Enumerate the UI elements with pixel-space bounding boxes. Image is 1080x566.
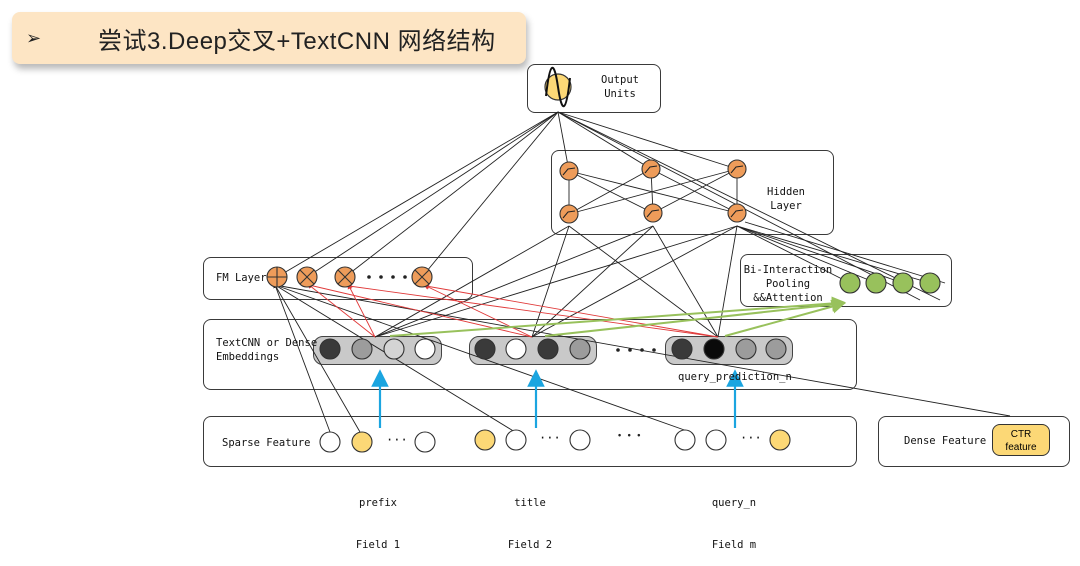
field-2-label: title Field 2 (498, 468, 562, 566)
ellipsis-1: ··· (386, 433, 408, 447)
fm-layer-label: FM Layer (216, 272, 267, 284)
ctr-feature-node: CTR feature (992, 424, 1050, 456)
field-1-name: prefix (359, 497, 397, 509)
slide-title: 尝试3.Deep交叉+TextCNN 网络结构 (98, 27, 496, 55)
slide-title-banner: ➢ 尝试3.Deep交叉+TextCNN 网络结构 (12, 12, 526, 64)
field-2-index: Field 2 (507, 539, 553, 551)
field-m-label: query_n Field m (702, 468, 766, 566)
dense-feature-label: Dense Feature (904, 435, 987, 447)
ellipsis-3: ··· (740, 431, 762, 445)
field-m-index: Field m (711, 539, 757, 551)
connection-lines (266, 66, 1011, 453)
sparse-feature-label: Sparse Feature (222, 437, 311, 449)
field-1-label: prefix Field 1 (346, 468, 410, 566)
output-units-label: Output Units (601, 74, 639, 100)
field-group-ellipsis: • • • (618, 430, 643, 440)
textcnn-label: TextCNN or Dense Embeddings (216, 337, 318, 363)
field-m-name: query_n (711, 497, 757, 509)
bi-interaction-label: Bi-Interaction Pooling &&Attention (743, 264, 833, 304)
fm-nodes (266, 266, 433, 288)
arrow-bullet-icon: ➢ (26, 27, 42, 48)
field-2-name: title (514, 497, 546, 509)
ellipsis-2: ··· (539, 431, 561, 445)
ctr-feature-label: CTR feature (1005, 429, 1037, 453)
hidden-layer-label: Hidden Layer (767, 186, 805, 212)
field-1-index: Field 1 (355, 539, 401, 551)
sine-wave-icon (544, 66, 572, 108)
sparse-feature-box (203, 416, 857, 467)
query-prediction-annotation: query_prediction_n (678, 371, 792, 383)
